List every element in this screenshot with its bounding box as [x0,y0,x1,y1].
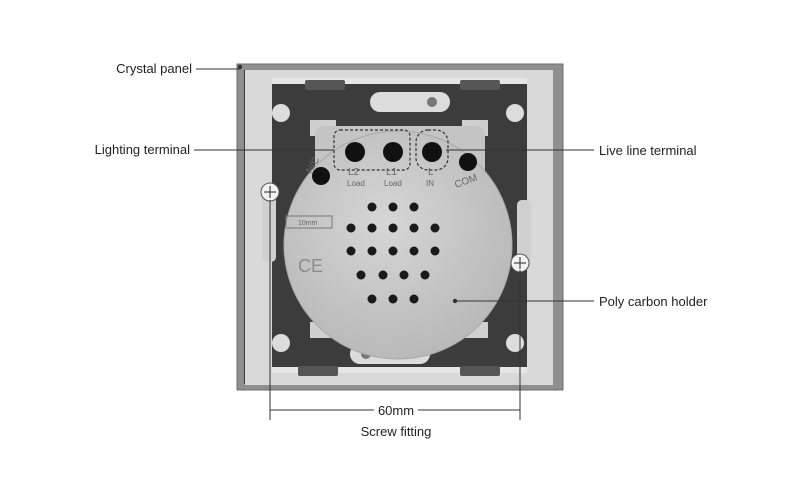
bottom-slot-right [460,366,500,376]
mark-in: IN [426,179,434,188]
terminal-hole-l1 [383,142,403,162]
terminal-hole-com [459,153,477,171]
terminal-hole-nc [312,167,330,185]
top-slot-left [305,80,345,90]
mark-l: L [428,167,434,178]
label-dimension: 60mm [373,403,419,418]
top-keyhole [370,92,450,112]
vent-holes [346,202,440,304]
terminal-hole-l [422,142,442,162]
mark-load-1: Load [347,179,365,188]
corner-hole [272,334,290,352]
mark-l1: L1 [386,167,398,178]
live-terminal-box [415,129,449,171]
top-slot-right [460,80,500,90]
corner-hole [272,104,290,122]
label-live-line-terminal: Live line terminal [599,143,697,158]
strip-gauge-label: 10mm [298,220,318,227]
label-poly-carbon-holder: Poly carbon holder [599,294,708,309]
left-clip [262,186,276,262]
strip-gauge [285,215,333,229]
corner-hole [506,104,524,122]
corner-hole [506,334,524,352]
bottom-slot-left [298,366,338,376]
label-screw-fitting: Screw fitting [360,424,432,439]
right-clip [517,200,531,270]
label-lighting-terminal: Lighting terminal [94,142,190,157]
mark-l2: L2 [348,167,360,178]
terminal-hole-l2 [345,142,365,162]
mark-load-2: Load [384,179,402,188]
ce-mark: CE [298,256,323,276]
label-crystal-panel: Crystal panel [116,61,192,76]
